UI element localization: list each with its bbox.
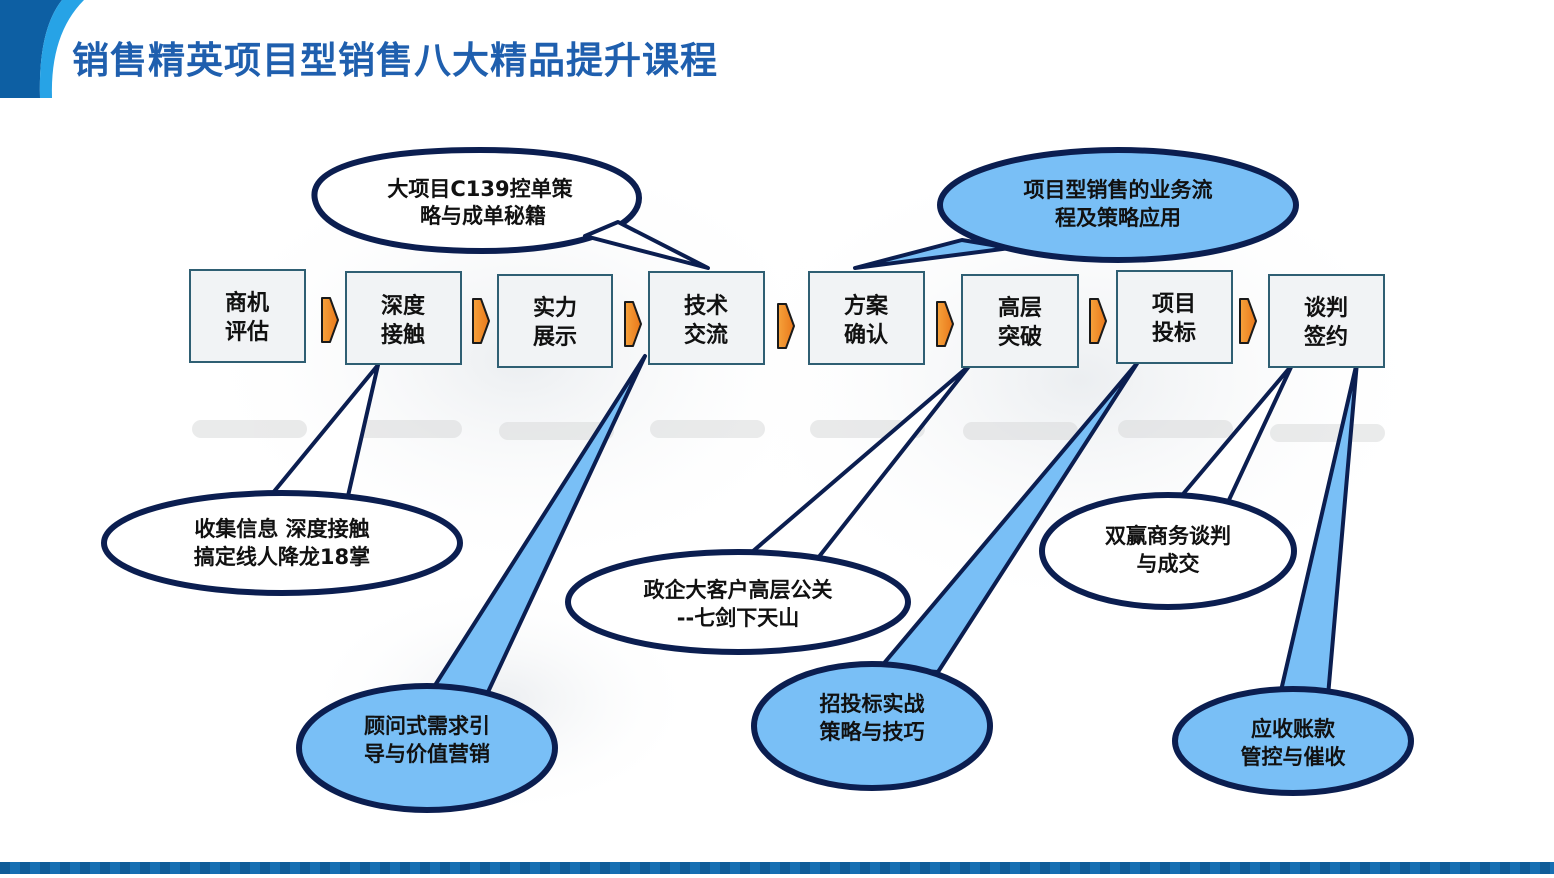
step-box-4: 技术 交流 (648, 271, 765, 365)
step-label-line1: 谈判 (1304, 296, 1348, 321)
step-box-frame (961, 274, 1079, 368)
bubble-shape (296, 683, 558, 813)
bubble-shape (565, 549, 911, 655)
step-box-frame (808, 271, 925, 365)
step-label-line1: 商机 (225, 290, 269, 316)
flow-arrow-icon (1089, 298, 1107, 344)
flow-arrow-icon (777, 303, 795, 349)
step-box-1: 商机 评估 (189, 269, 306, 363)
footer-bar (0, 862, 1554, 874)
bubble-shape (751, 661, 993, 791)
step-box-frame (189, 269, 306, 363)
course-label-line1: 双赢商务谈判 (1105, 524, 1231, 548)
course-bubble-receivable: 应收账款 管控与催收 (1172, 360, 1414, 796)
course-label-line1: 应收账款 (1251, 717, 1336, 741)
step-box-frame (497, 274, 613, 368)
course-bubble-bid: 招投标实战 策略与技巧 (751, 360, 1140, 791)
bubble-shape (1172, 686, 1414, 796)
course-label-line2: 与成交 (1137, 552, 1200, 576)
flow-arrows (321, 297, 1257, 349)
course-label-line1: 收集信息 深度接触 (194, 517, 369, 541)
step-label-line2: 投标 (1152, 320, 1196, 346)
step-label-line2: 确认 (844, 322, 888, 348)
bubble-shape (937, 147, 1299, 263)
step-label-line2: 接触 (381, 322, 425, 348)
step-box-3: 实力 展示 (497, 274, 613, 368)
course-bubble-consult: 顾问式需求引 导与价值营销 (296, 354, 647, 813)
step-box-frame (648, 271, 765, 365)
flow-arrow-icon (472, 298, 490, 344)
step-box-5: 方案 确认 (808, 271, 925, 365)
step-box-6: 高层 突破 (961, 274, 1079, 368)
box-reflections (192, 420, 1385, 442)
bubble-tail (583, 220, 710, 270)
step-box-frame (1268, 274, 1385, 368)
page-title: 销售精英项目型销售八大精品提升课程 (72, 39, 718, 82)
course-label-line2: 策略与技巧 (820, 720, 925, 744)
step-label-line1: 高层 (998, 295, 1042, 321)
step-label-line2: 展示 (533, 325, 577, 350)
step-label-line2: 评估 (225, 320, 269, 345)
flow-arrow-icon (321, 297, 339, 343)
step-box-7: 项目 投标 (1116, 270, 1233, 364)
course-label-line1: 项目型销售的业务流 (1024, 178, 1213, 202)
flow-arrow-icon (624, 301, 642, 347)
course-label-line2: 管控与催收 (1241, 745, 1346, 769)
course-bubble-negotiate: 双赢商务谈判 与成交 (1039, 363, 1297, 610)
course-label-line1: 顾问式需求引 (364, 714, 490, 738)
course-label-line2: 略与成单秘籍 (420, 204, 546, 228)
step-label-line1: 深度 (381, 293, 426, 319)
flow-arrow-icon (1239, 298, 1257, 344)
bubble-shape (101, 490, 463, 596)
course-label-line1: 政企大客户高层公关 (644, 578, 833, 602)
course-label-line2: 搞定线人降龙18掌 (194, 545, 370, 569)
bubble-shape (311, 146, 643, 255)
course-bubble-process: 项目型销售的业务流 程及策略应用 (853, 147, 1299, 270)
corner-decoration (0, 0, 84, 98)
flow-arrow-icon (936, 301, 954, 347)
step-label-line1: 技术 (684, 294, 728, 319)
step-label-line2: 突破 (998, 324, 1042, 350)
step-label-line2: 签约 (1303, 324, 1348, 350)
step-label-line1: 方案 (844, 293, 889, 319)
course-bubble-collect: 收集信息 深度接触 搞定线人降龙18掌 (101, 363, 463, 596)
course-label-line1: 大项目C139控单策 (387, 177, 573, 201)
bubble-shape (1039, 492, 1297, 610)
step-label-line1: 项目 (1152, 292, 1196, 317)
course-bubble-gov: 政企大客户高层公关 --七剑下天山 (565, 363, 972, 655)
step-box-frame (1116, 270, 1233, 364)
course-label-line1: 招投标实战 (820, 692, 925, 716)
course-label-line2: --七剑下天山 (677, 606, 799, 630)
step-box-frame (345, 271, 462, 365)
step-label-line2: 交流 (684, 322, 728, 348)
step-box-8: 谈判 签约 (1268, 274, 1385, 368)
course-bubble-c139: 大项目C139控单策 略与成单秘籍 (311, 146, 710, 270)
step-label-line1: 实力 (533, 295, 577, 321)
step-box-2: 深度 接触 (345, 271, 462, 365)
course-label-line2: 导与价值营销 (364, 742, 490, 766)
course-label-line2: 程及策略应用 (1055, 206, 1181, 230)
